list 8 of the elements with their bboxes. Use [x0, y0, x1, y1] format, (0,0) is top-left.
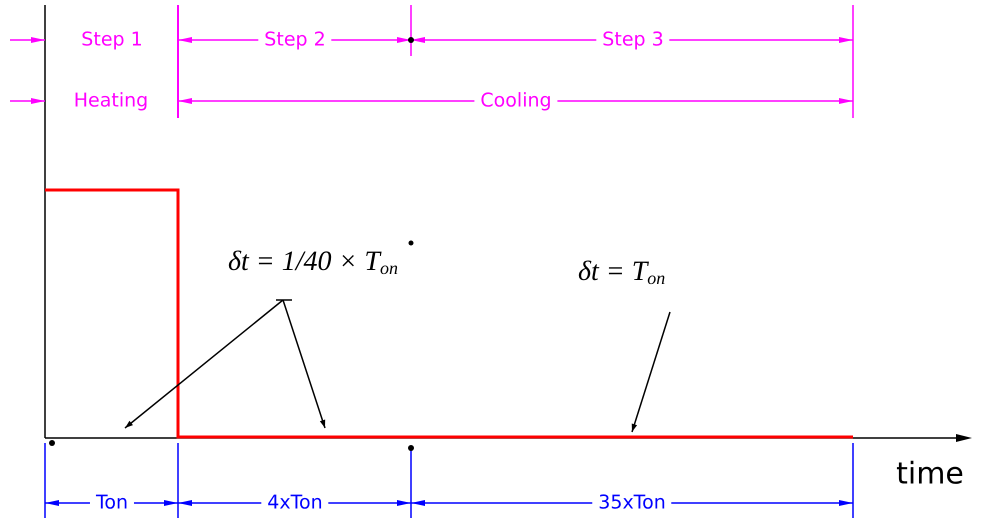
- dimension-label: Step 3: [596, 30, 670, 50]
- dimension-label: Step 2: [258, 30, 332, 50]
- leader-line: [631, 312, 671, 432]
- leader-line: [282, 300, 326, 428]
- formula: δt = 1/40 × T$_{on}$: [228, 248, 398, 277]
- formula: δt = T$_{on}$: [578, 258, 666, 287]
- leader-line: [124, 299, 284, 429]
- dimension-label: Cooling: [474, 90, 558, 112]
